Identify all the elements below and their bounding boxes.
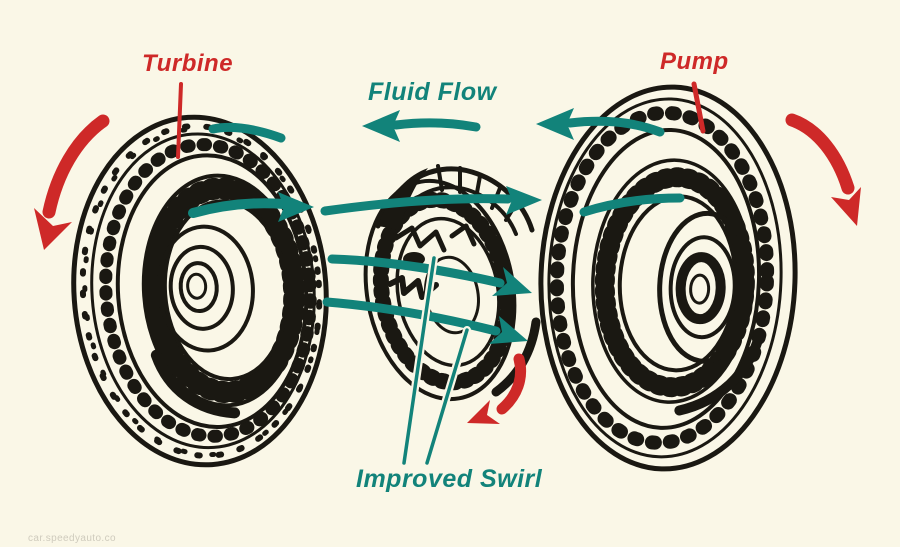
flow-arrow-through-stator-bottom-right bbox=[322, 297, 528, 344]
pump-rotation-arrow bbox=[785, 113, 861, 226]
swirl-rotation-arrow bbox=[467, 353, 527, 424]
improved-swirl-callout-line-1 bbox=[402, 256, 436, 465]
watermark-text: car.speedyauto.co bbox=[28, 533, 116, 544]
flow-arrow-through-stator-top-right bbox=[320, 186, 542, 216]
flow-stroke-into-turbine bbox=[208, 122, 286, 143]
improved-swirl-label: Improved Swirl bbox=[356, 465, 543, 493]
pump-wheel bbox=[538, 84, 798, 472]
fluid-flow-label: Fluid Flow bbox=[368, 78, 497, 106]
pump-label: Pump bbox=[660, 48, 729, 75]
turbine-callout-line bbox=[176, 82, 183, 159]
turbine-rotation-arrow bbox=[34, 114, 110, 250]
turbine-label: Turbine bbox=[142, 50, 234, 77]
flow-arrow-from-turbine-right bbox=[188, 192, 314, 222]
pump-callout-line bbox=[691, 81, 706, 134]
flow-arrow-top-center-left bbox=[362, 110, 481, 142]
callout-lines bbox=[176, 81, 706, 467]
turbine-wheel bbox=[71, 114, 329, 468]
flow-arrow-top-from-pump-left bbox=[536, 108, 665, 140]
flow-arrow-through-stator-middle-right bbox=[327, 254, 532, 296]
fluid-flow-arrows bbox=[188, 108, 685, 344]
rotation-arrows bbox=[34, 113, 861, 424]
improved-swirl-callout-line-2 bbox=[425, 328, 469, 465]
flow-stroke-into-pump bbox=[579, 193, 685, 217]
